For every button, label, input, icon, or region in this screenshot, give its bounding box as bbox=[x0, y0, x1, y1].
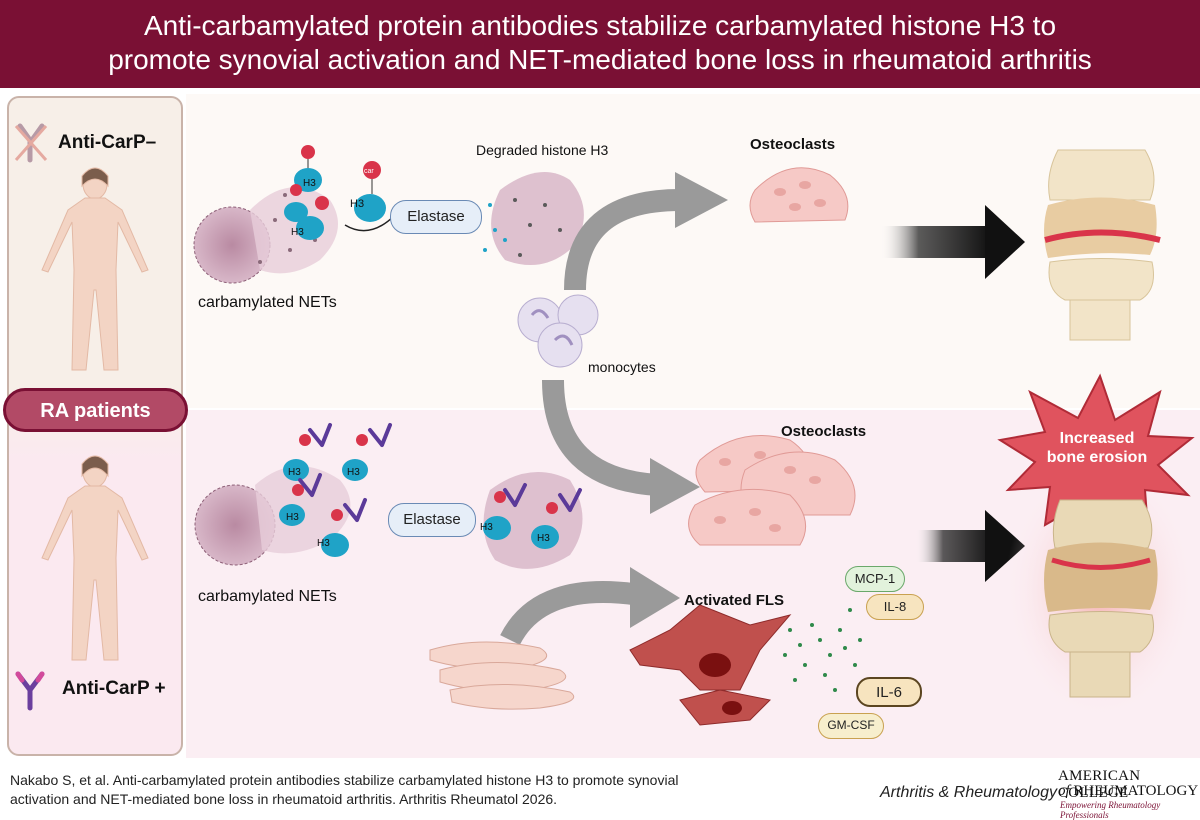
h3-label: H3 bbox=[317, 538, 330, 549]
cytokine-mcp1: MCP-1 bbox=[845, 566, 905, 592]
degraded-histone-cluster bbox=[483, 172, 584, 265]
acr-logo-line1: AMERICAN COLLEGE bbox=[1058, 768, 1141, 801]
h3-label: H3 bbox=[537, 533, 550, 544]
activated-fls-label: Activated FLS bbox=[684, 592, 785, 609]
h3-label: H3 bbox=[303, 178, 316, 189]
black-arrow-top bbox=[880, 205, 1025, 279]
erosion-label-line2: bone erosion bbox=[1047, 449, 1147, 466]
monocytes-icon bbox=[517, 294, 599, 368]
patient-figure-top-icon bbox=[41, 167, 149, 371]
citation-line1: Nakabo S, et al. Anti-carbamylated prote… bbox=[10, 772, 679, 788]
elastase-bottom-pill: Elastase bbox=[388, 503, 476, 537]
activated-fls-icon bbox=[629, 604, 792, 726]
citation: Nakabo S, et al. Anti-carbamylated prote… bbox=[10, 771, 810, 809]
antibody-positive-icon bbox=[15, 671, 45, 711]
h3-label: H3 bbox=[480, 522, 493, 533]
stabilized-histone-cluster bbox=[483, 472, 583, 569]
h3-label: H3 bbox=[291, 227, 304, 238]
black-arrow-bottom bbox=[915, 510, 1025, 582]
osteoclast-top-icon bbox=[749, 167, 849, 223]
acr-rheumatology: RHEUMATOLOGY bbox=[1073, 783, 1199, 799]
histone-h3-nucleosome bbox=[284, 145, 396, 240]
title-line-1: Anti-carbamylated protein antibodies sta… bbox=[143, 10, 1057, 41]
title-banner: Anti-carbamylated protein antibodies sta… bbox=[0, 0, 1200, 88]
citation-line2: activation and NET-mediated bone loss in… bbox=[10, 791, 558, 807]
anti-carp-positive-label: Anti-CarP + bbox=[62, 678, 166, 699]
erosion-label-line1: Increased bbox=[1060, 430, 1135, 447]
anti-carp-negative-panel bbox=[186, 94, 1200, 408]
cytokine-secretion-dots bbox=[783, 608, 862, 692]
car-label: car bbox=[364, 168, 374, 175]
title-line-2: promote synovial activation and NET-medi… bbox=[108, 44, 1092, 75]
curved-arrow-to-osteoclasts-bottom bbox=[542, 379, 700, 514]
patient-figure-bottom-icon bbox=[41, 455, 149, 661]
acr-of: of bbox=[1058, 783, 1070, 799]
cytokine-gmcsf: GM-CSF bbox=[818, 713, 884, 739]
h3-label: H3 bbox=[350, 198, 364, 210]
anti-carp-negative-label: Anti-CarP– bbox=[58, 132, 157, 153]
osteoclasts-bottom-label: Osteoclasts bbox=[781, 423, 867, 440]
curved-arrow-to-fls bbox=[500, 567, 680, 646]
osteoclasts-top-label: Osteoclasts bbox=[750, 136, 836, 153]
resting-fibroblasts-icon bbox=[429, 641, 575, 710]
elastase-top-pill: Elastase bbox=[390, 200, 482, 234]
h3-label: H3 bbox=[347, 467, 360, 478]
h3-label: H3 bbox=[286, 512, 299, 523]
antibody-negative-icon bbox=[14, 123, 48, 163]
h3-label: H3 bbox=[288, 467, 301, 478]
carbamylated-nets-top bbox=[193, 187, 338, 284]
osteoclasts-bottom-icon bbox=[688, 435, 856, 546]
journal-logo: Arthritis & Rheumatology bbox=[880, 784, 1057, 801]
acr-tagline: Empowering Rheumatology Professionals bbox=[1060, 800, 1161, 820]
footer bbox=[0, 760, 1200, 815]
monocytes-label: monocytes bbox=[588, 359, 656, 375]
damaged-joint-icon bbox=[1044, 499, 1158, 698]
nets-top-label: carbamylated NETs bbox=[198, 294, 337, 311]
antibody-bound-histone-h3 bbox=[279, 423, 392, 557]
cytokine-il6: IL-6 bbox=[856, 677, 922, 707]
nets-bottom-label: carbamylated NETs bbox=[198, 588, 337, 605]
curved-arrow-to-osteoclasts-top bbox=[564, 172, 728, 291]
acr-logo-line2: of RHEUMATOLOGY bbox=[1058, 783, 1198, 800]
healthy-joint-icon bbox=[1044, 149, 1161, 341]
degraded-histone-label: Degraded histone H3 bbox=[476, 142, 609, 158]
ra-patients-label: RA patients bbox=[3, 388, 188, 432]
cytokine-il8: IL-8 bbox=[866, 594, 924, 620]
